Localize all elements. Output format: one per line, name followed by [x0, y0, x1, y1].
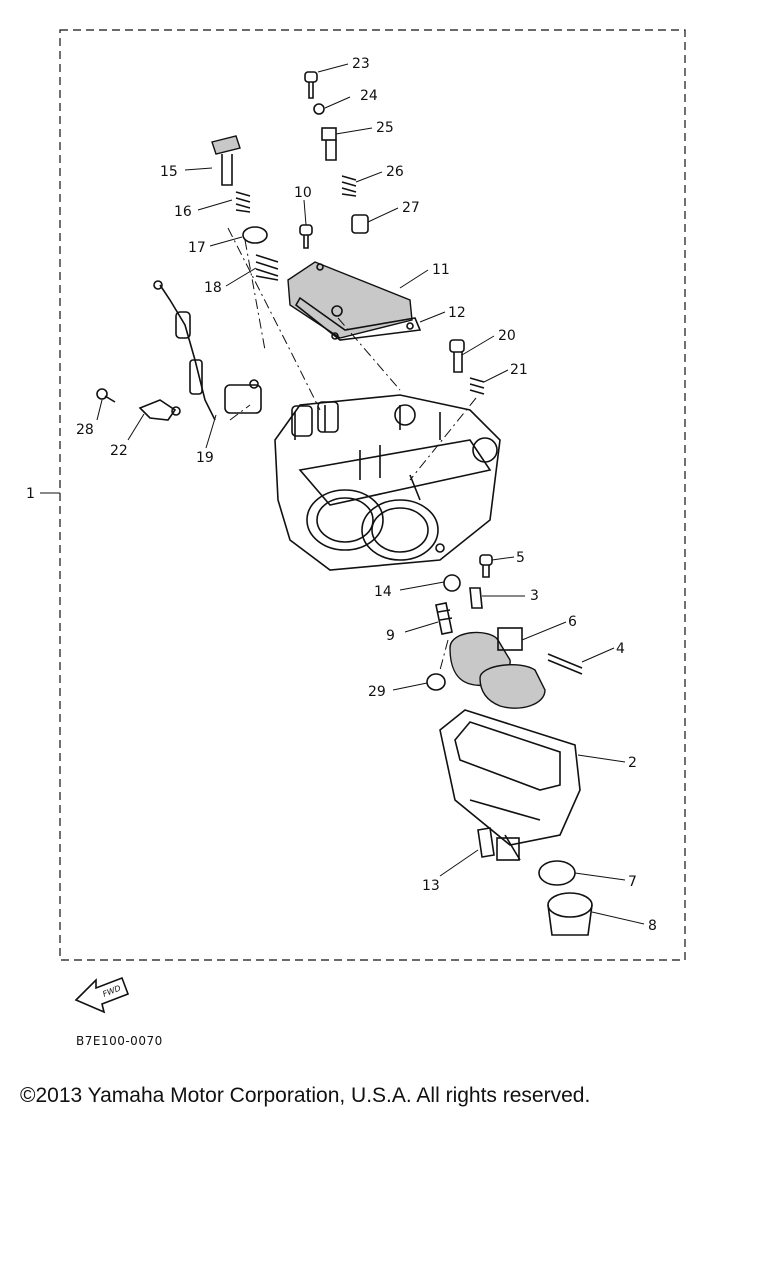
screw-20	[449, 339, 465, 373]
o-ring-7	[538, 860, 576, 886]
float-6	[449, 627, 546, 709]
spring-18	[255, 254, 279, 281]
carburetor-body	[274, 394, 501, 571]
callout-10: 10	[294, 185, 312, 201]
needle-valve-25	[321, 127, 337, 161]
cap-27	[351, 214, 369, 234]
callout-19: 19	[196, 450, 214, 466]
assembly-boundary	[59, 29, 686, 961]
top-cover	[287, 261, 413, 339]
callout-16: 16	[174, 204, 192, 220]
callout-8: 8	[648, 918, 657, 934]
callout-7: 7	[628, 874, 637, 890]
callout-17: 17	[188, 240, 206, 256]
callout-22: 22	[110, 443, 128, 459]
diagram-part-number: B7E100-0070	[76, 1034, 163, 1048]
leader-lines	[96, 63, 645, 925]
screw-10	[299, 224, 313, 249]
callout-12: 12	[448, 305, 466, 321]
callout-18: 18	[204, 280, 222, 296]
screw-28	[96, 388, 116, 403]
callout-11: 11	[432, 262, 450, 278]
callout-6: 6	[568, 614, 577, 630]
callout-4: 4	[616, 641, 625, 657]
callout-2: 2	[628, 755, 637, 771]
callout-21: 21	[510, 362, 528, 378]
washer-24	[313, 103, 325, 115]
callout-13: 13	[422, 878, 440, 894]
bracket-22	[138, 399, 181, 421]
callout-20: 20	[498, 328, 516, 344]
pilot-screw-15	[211, 135, 241, 186]
fwd-arrow-icon: FWD	[74, 976, 130, 1014]
callout-14: 14	[374, 584, 392, 600]
callout-25: 25	[376, 120, 394, 136]
callout-26: 26	[386, 164, 404, 180]
drain-screw-13	[477, 827, 495, 858]
spring-16	[235, 191, 251, 213]
copyright-notice: ©2013 Yamaha Motor Corporation, U.S.A. A…	[20, 1084, 591, 1107]
main-jet-9	[435, 602, 453, 635]
callout-23: 23	[352, 56, 370, 72]
pin-4	[547, 653, 583, 675]
needle-jet-3	[469, 587, 483, 609]
screw-23	[304, 71, 318, 99]
ring-29	[426, 673, 446, 691]
callout-1: 1	[26, 486, 35, 502]
float-chamber-2	[439, 709, 581, 861]
callout-29: 29	[368, 684, 386, 700]
exploded-parts-diagram: 1 2 3 4 5 6 7 8 9 10 11 12 13 14 15 16 1…	[26, 29, 686, 1014]
callout-9: 9	[386, 628, 395, 644]
callout-24: 24	[360, 88, 378, 104]
callout-28: 28	[76, 422, 94, 438]
plug-8	[547, 892, 593, 936]
callout-27: 27	[402, 200, 420, 216]
washer-17	[242, 226, 268, 244]
callout-3: 3	[530, 588, 539, 604]
top-cover-gasket	[294, 296, 422, 341]
fwd-label: FWD	[101, 984, 122, 999]
screw-5	[479, 554, 493, 578]
callout-5: 5	[516, 550, 525, 566]
callout-15: 15	[160, 164, 178, 180]
jet-14	[443, 574, 461, 592]
spring-21	[469, 377, 485, 395]
spring-26	[341, 175, 357, 197]
sensor-assembly-19	[153, 280, 262, 421]
